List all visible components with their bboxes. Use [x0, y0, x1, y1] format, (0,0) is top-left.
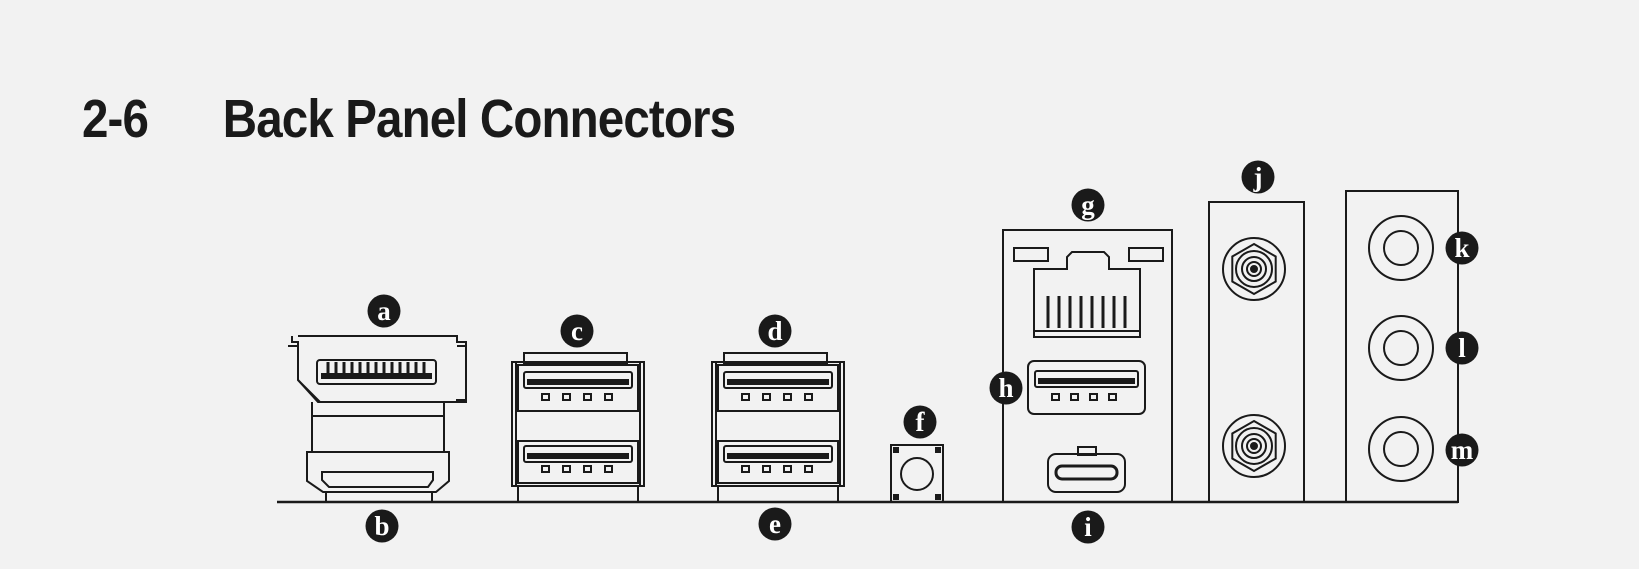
- svg-text:e: e: [769, 509, 781, 539]
- callout-b: b: [365, 509, 399, 543]
- callout-i: i: [1071, 510, 1105, 544]
- usb-stack-de: [711, 352, 845, 502]
- svg-text:m: m: [1451, 435, 1474, 465]
- callout-l: l: [1445, 331, 1479, 365]
- section-heading: 2-6 Back Panel Connectors: [82, 89, 736, 149]
- displayport-connector: [288, 335, 467, 452]
- audio-jack-m: [1368, 416, 1434, 482]
- svg-text:c: c: [571, 316, 583, 346]
- antenna-connector-bottom: [1222, 414, 1286, 478]
- svg-text:d: d: [767, 316, 782, 346]
- usb-stack-c: [511, 352, 645, 502]
- svg-text:l: l: [1458, 333, 1466, 363]
- section-number: 2-6: [82, 89, 149, 149]
- bios-flashback-button: [890, 444, 944, 503]
- svg-text:k: k: [1454, 233, 1469, 263]
- hdmi-connector: [306, 451, 450, 502]
- antenna-module: [1208, 201, 1305, 503]
- svg-text:a: a: [377, 296, 391, 326]
- svg-text:g: g: [1081, 190, 1095, 220]
- callout-e: e: [758, 507, 792, 541]
- callout-g: g: [1071, 188, 1105, 222]
- callout-k: k: [1445, 231, 1479, 265]
- callout-h: h: [989, 371, 1023, 405]
- callout-c: c: [560, 314, 594, 348]
- svg-text:j: j: [1253, 162, 1263, 192]
- audio-jack-l: [1368, 315, 1434, 381]
- svg-text:b: b: [374, 511, 389, 541]
- callout-j: j: [1241, 160, 1275, 194]
- callout-d: d: [758, 314, 792, 348]
- callout-m: m: [1445, 433, 1479, 467]
- svg-text:f: f: [916, 407, 926, 437]
- svg-text:i: i: [1084, 512, 1092, 542]
- audio-jack-k: [1368, 215, 1434, 281]
- lan-usb-module: [1002, 229, 1173, 503]
- audio-module: [1345, 190, 1459, 503]
- callout-f: f: [903, 405, 937, 439]
- callout-a: a: [367, 294, 401, 328]
- section-title: Back Panel Connectors: [222, 89, 736, 149]
- svg-text:h: h: [998, 373, 1013, 403]
- antenna-connector-top: [1222, 237, 1286, 301]
